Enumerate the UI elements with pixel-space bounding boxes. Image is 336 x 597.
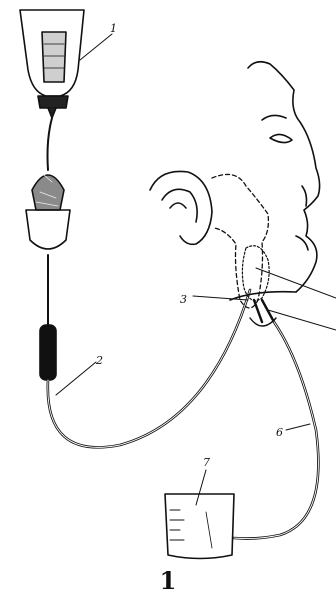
abscess-cavity [242,246,269,301]
label-catheter: 3 [180,293,187,306]
label-bottle: 1 [110,22,117,35]
gland-outline [212,174,268,308]
clamp [40,325,56,380]
head-profile [230,62,320,300]
tube-upper [48,118,53,170]
tube-inflow [48,290,250,447]
figure-caption: 1 [0,566,336,595]
collection-jar [165,494,234,559]
label-tube-out: 6 [276,426,283,439]
label-tube-in: 2 [95,354,103,367]
drip-chamber [26,175,70,249]
infusion-bottle [20,10,84,118]
label-jar: 7 [203,456,210,469]
ear [150,171,212,244]
